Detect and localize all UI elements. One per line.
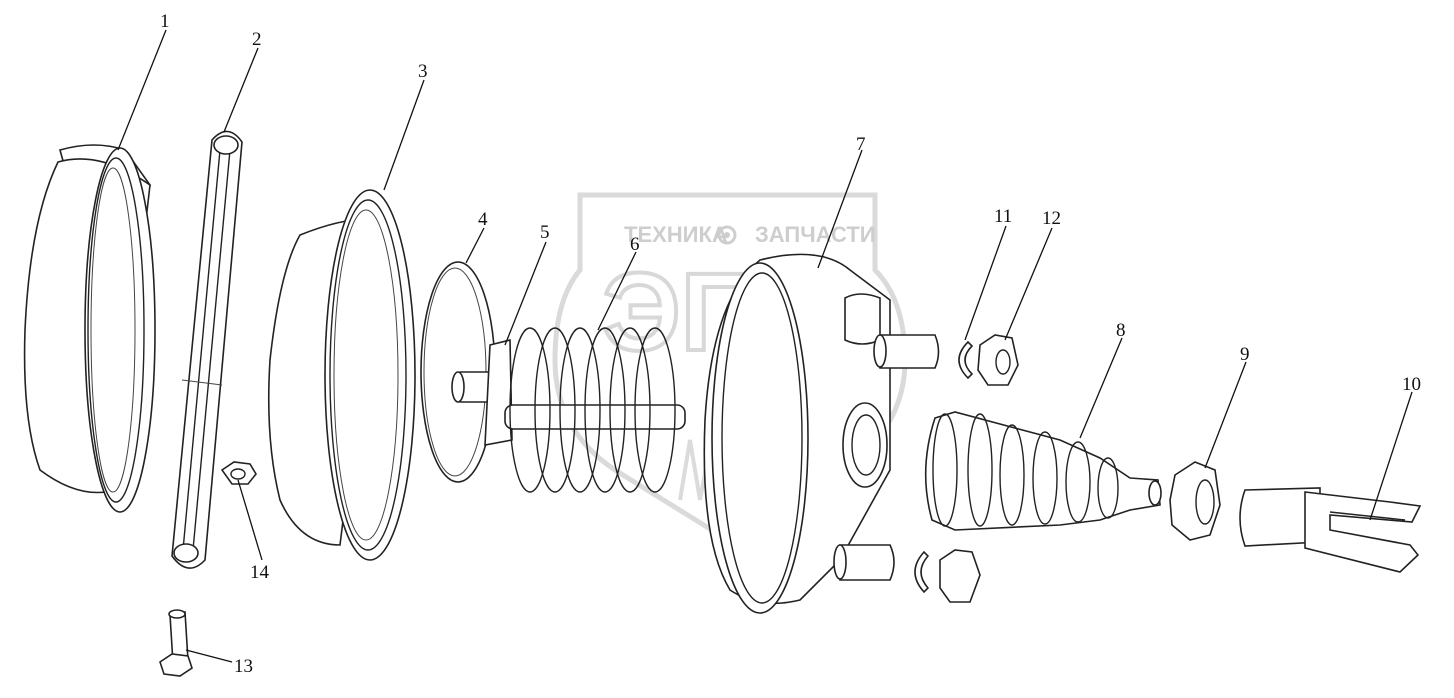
callout-7: 7 [856,134,866,155]
callout-9: 9 [1240,344,1250,365]
part-13-bolt [159,609,193,677]
callout-labels: 1 2 3 4 5 6 7 8 9 10 11 12 13 14 [160,11,1421,677]
leader-7 [817,149,863,269]
leader-2 [223,47,259,133]
leader-13 [185,649,233,663]
leader-10 [1369,391,1413,521]
leader-9 [1204,361,1247,469]
callout-6: 6 [630,234,640,255]
callout-2: 2 [252,29,262,50]
leader-11 [964,225,1007,341]
part-9-locknut [1169,461,1221,541]
leader-5 [504,241,547,346]
part-14-nut [220,461,257,485]
callout-10: 10 [1402,374,1421,395]
leader-3 [383,79,425,191]
part-10-clevis [1239,487,1422,573]
leader-4 [465,227,485,264]
callout-4: 4 [478,209,488,230]
part-6-spring [504,327,686,493]
watermark-word-right: ЗАПЧАСТИ [755,222,876,247]
leader-lines [117,29,1413,663]
callout-13: 13 [234,656,253,677]
callout-14: 14 [250,562,270,583]
gear-icon [717,225,737,245]
leader-6 [597,251,637,331]
leader-8 [1079,337,1123,439]
callout-5: 5 [540,222,550,243]
part-1-housing-cover [23,144,156,513]
part-8-boot [924,411,1162,531]
watermark-word-left: ТЕХНИКА [624,222,728,247]
callout-11: 11 [994,206,1012,227]
part-7-chamber-body [703,253,940,614]
leader-1 [117,29,167,151]
leader-14 [237,479,263,561]
callout-1: 1 [160,11,170,32]
leader-12 [1004,227,1053,341]
callout-8: 8 [1116,320,1126,341]
callout-12: 12 [1042,208,1061,229]
part-2-clamp-ring [171,130,243,569]
part-3-diaphragm [267,189,416,561]
callout-3: 3 [418,61,428,82]
part-12-nut [939,334,1019,603]
part-11-snap-ring [914,340,974,594]
